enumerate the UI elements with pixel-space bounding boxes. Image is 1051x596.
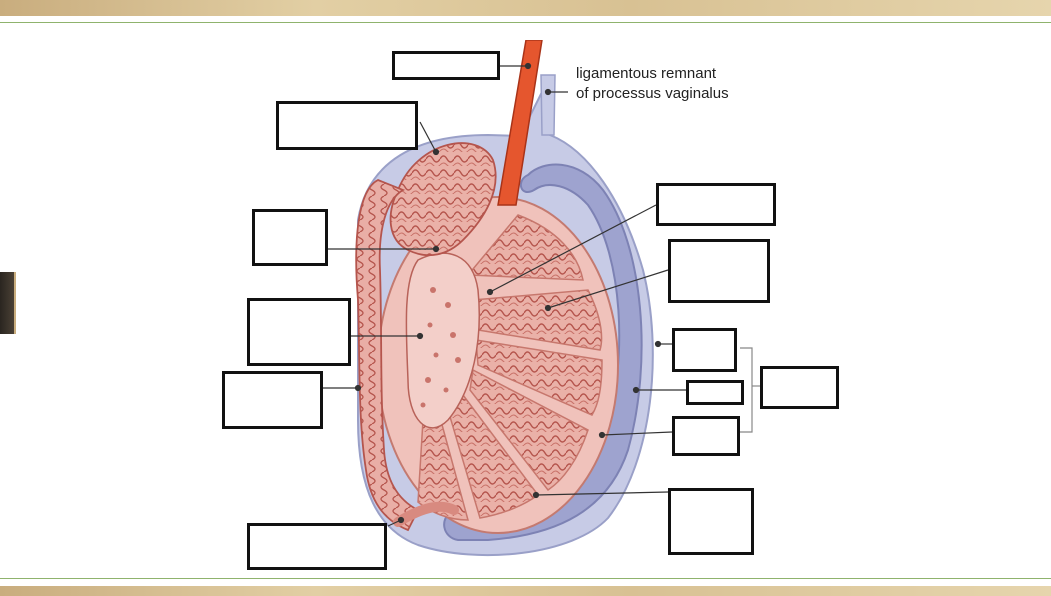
label-box-tunica-albuginea[interactable] [668, 488, 754, 555]
label-box-spermatic-artery[interactable] [392, 51, 500, 80]
top-decorative-band [0, 0, 1051, 16]
label-box-ductus-deferens[interactable] [247, 523, 387, 570]
label-box-septum[interactable] [656, 183, 776, 226]
epididymis-body [355, 179, 420, 532]
bottom-decorative-band [0, 586, 1051, 596]
processus-vaginalis-remnant [540, 74, 556, 136]
layers-bracket [740, 347, 753, 433]
spermatic-artery [497, 40, 543, 206]
seminiferous-lobules [417, 214, 603, 521]
label-box-parietal-layer[interactable] [672, 328, 737, 372]
label-box-tunica-vaginalis[interactable] [760, 366, 839, 409]
label-box-visceral-layer[interactable] [672, 416, 740, 456]
rete-testis [405, 252, 480, 429]
label-box-seminiferous-tubules[interactable] [668, 239, 770, 303]
top-rule-line [0, 22, 1051, 23]
annotation-line-1: ligamentous remnant [576, 65, 717, 82]
leader-lines [322, 62, 686, 527]
label-box-epididymis-head[interactable] [276, 101, 418, 150]
label-box-rete-testis[interactable] [247, 298, 351, 366]
annotation-line-2: of processus vaginalus [576, 85, 729, 102]
bottom-rule-line [0, 578, 1051, 579]
label-box-efferent-ductules[interactable] [252, 209, 328, 266]
label-box-epididymis-body[interactable] [222, 371, 323, 429]
testis-illustration [322, 40, 760, 557]
testis-diagram: ligamentous remnant of processus vaginal… [258, 40, 820, 570]
efferent-ductules [389, 142, 497, 257]
label-box-cavity[interactable] [686, 380, 744, 405]
slide-edge-tab [0, 272, 16, 334]
